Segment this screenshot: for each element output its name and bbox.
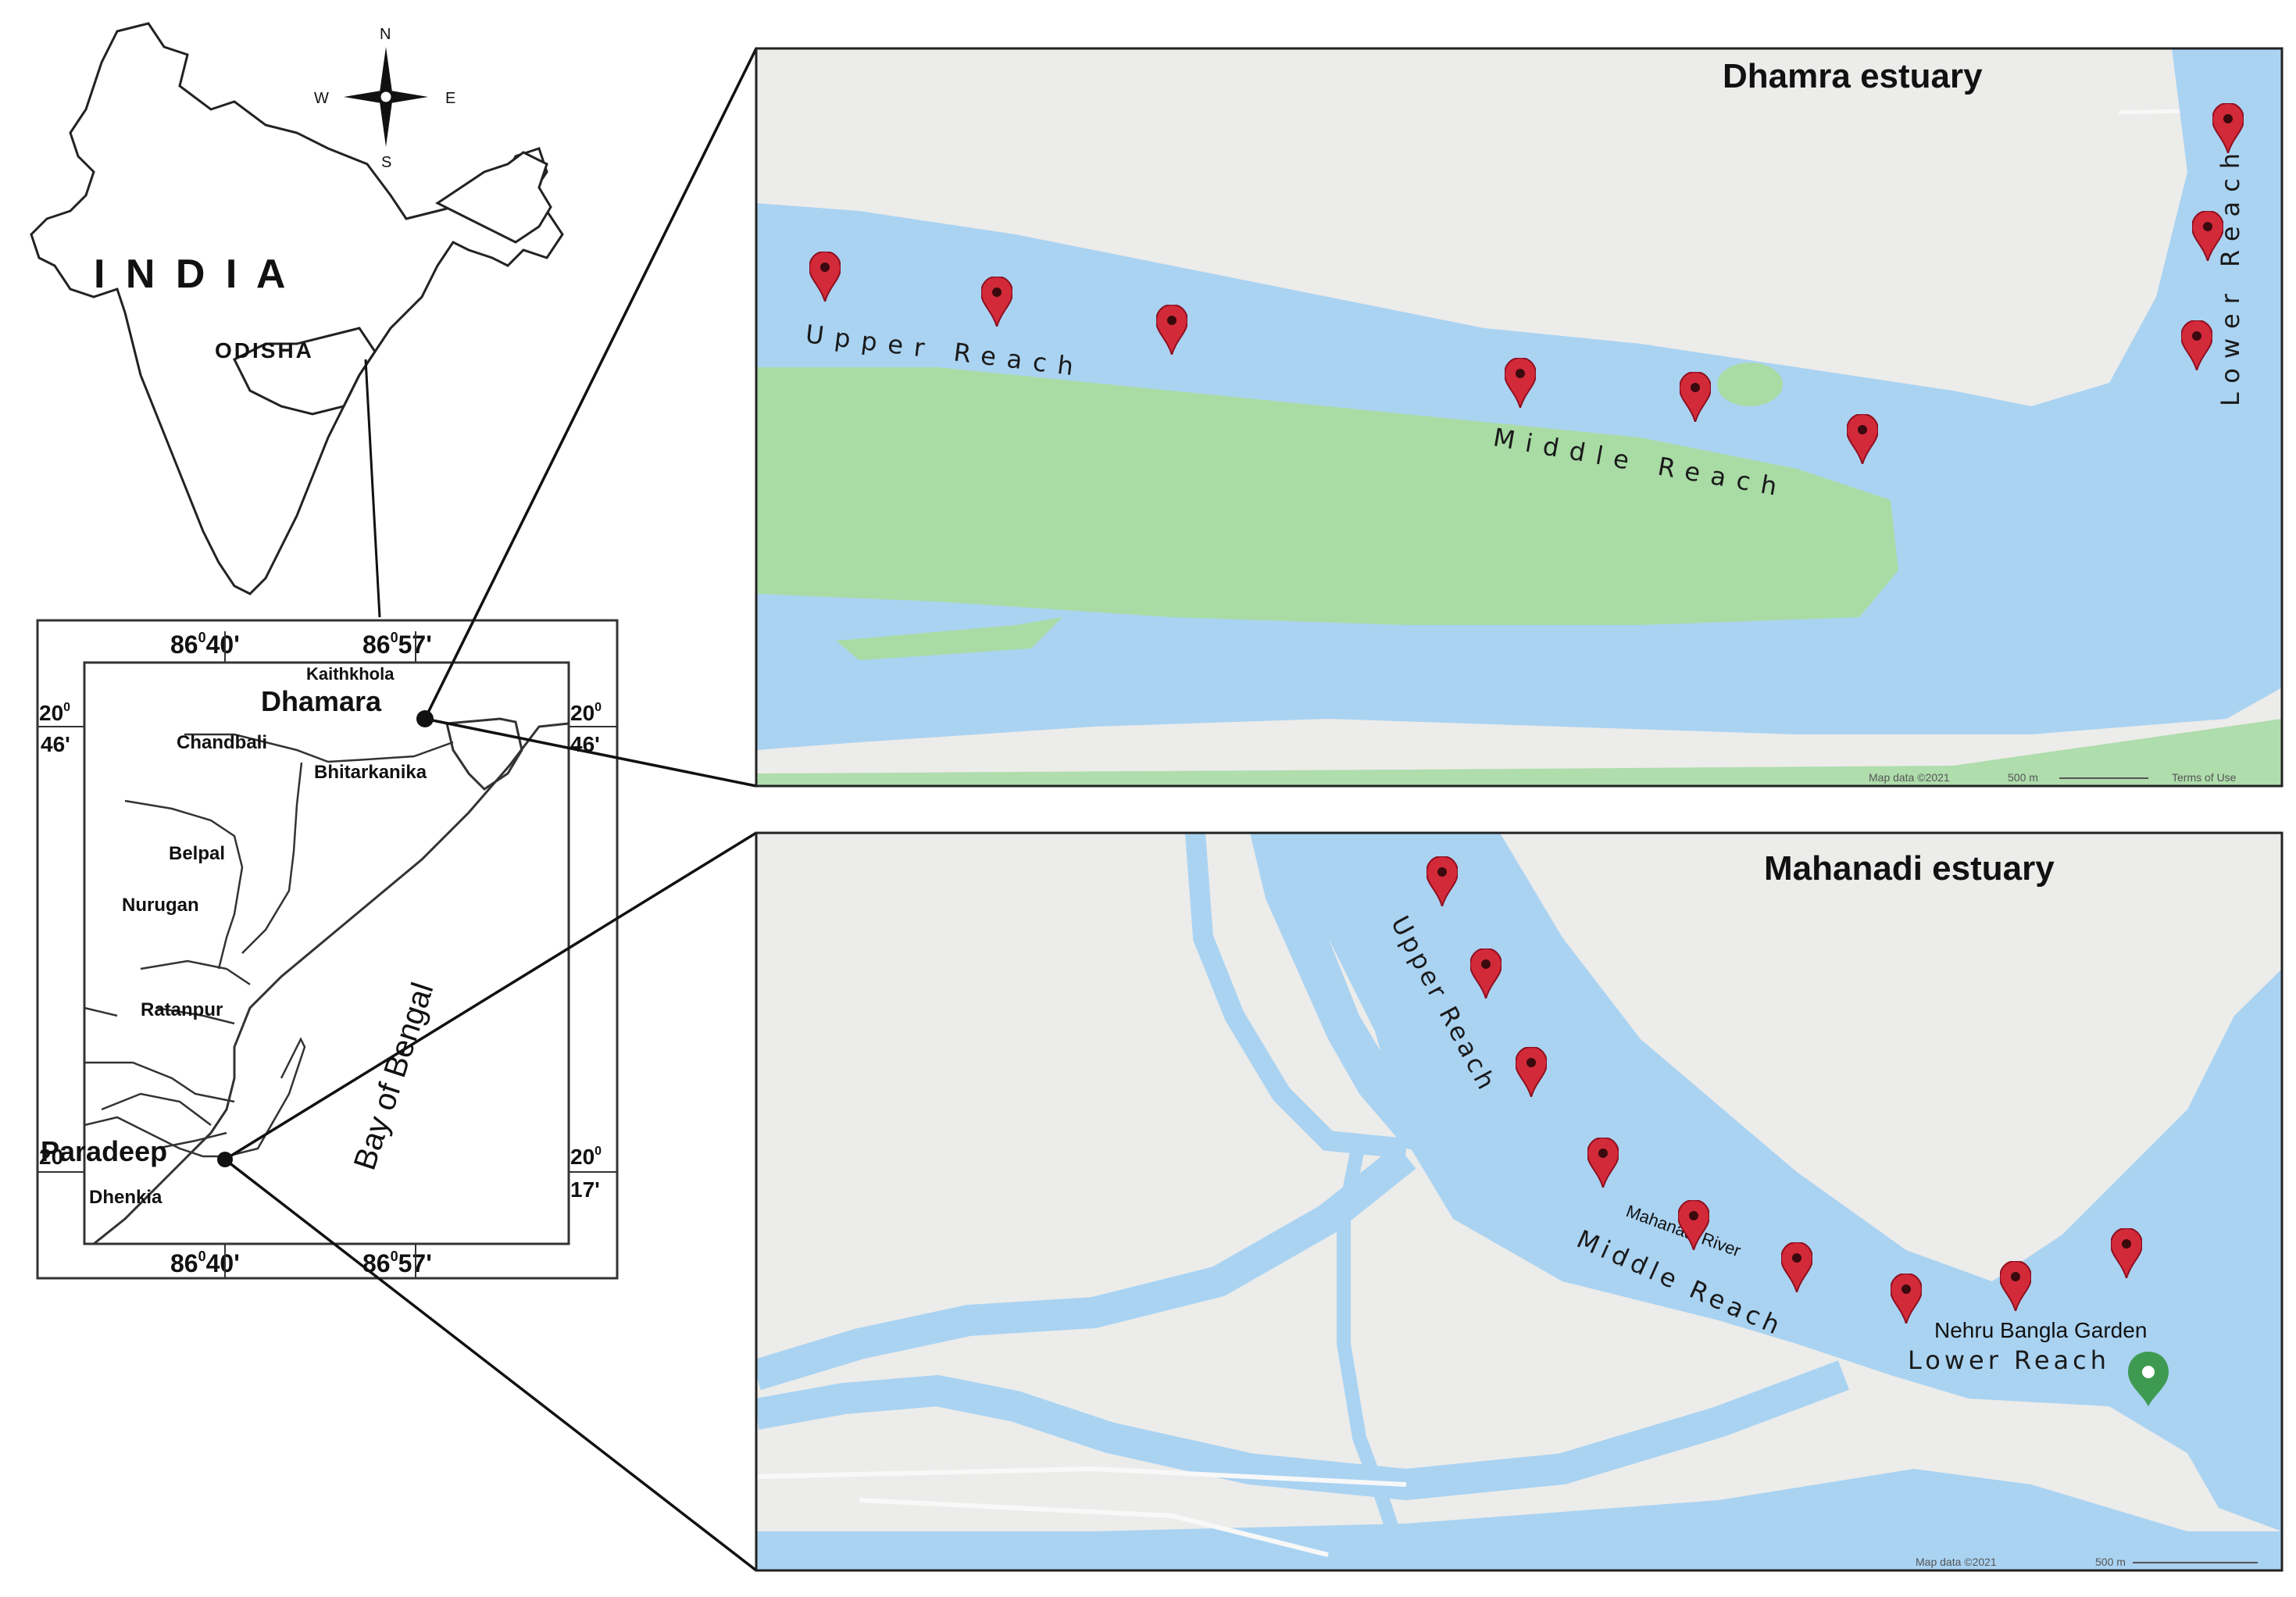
place-chandbali: Chandbali [177,732,267,753]
connector-lines [223,48,758,1572]
dhamra-frame [755,47,2284,788]
dhamra-river [184,733,454,954]
northeast-outline [435,151,552,244]
dhamra-upper-bank [756,48,2141,367]
river-branches [84,799,251,1150]
lat-tick-right-2b: 17' [570,1177,600,1202]
place-dhenkia: Dhenkia [89,1187,162,1208]
compass-n: N [380,26,391,43]
mahanadi-south-water [756,1469,2282,1570]
dhamra-lower-reach: Lower Reach [2216,144,2245,406]
svg-text:500 m: 500 m [2095,1556,2126,1568]
place-ratanpur: Ratanpur [141,999,223,1020]
mahanadi-main-river [1250,833,2282,1531]
compass-e: E [445,90,455,107]
mahanadi-west-channel [756,1144,1416,1391]
odisha-outline [232,327,377,416]
nehru-bangla-garden-label: Nehru Bangla Garden [1934,1318,2147,1342]
mahanadi-lower-reach: Lower Reach [1908,1345,2110,1375]
lon-tick-bottom-1: 86040' [170,1249,240,1277]
dhamra-attribution: Map data ©2021 500 m Terms of Use [1869,771,2237,784]
dhamra-south-bank [756,719,2282,786]
mahanadi-panel: Mahanadi estuary Mahanadi River Upper Re… [755,831,2284,1572]
mahanadi-attribution: Map data ©2021 500 m [1916,1556,2258,1568]
dhamra-mangrove-island [756,367,1898,625]
lat-tick-left-1a: 200 [39,701,70,725]
coastline [93,722,570,1245]
state-label: ODISHA [215,338,314,363]
svg-text:Terms of Use: Terms of Use [2172,771,2237,784]
india-outline [30,22,564,595]
country-label: I N D I A [94,252,290,297]
dhamra-mangrove-sliver [836,617,1062,660]
lat-tick-left-2a: 20 [39,1145,63,1169]
mahanadi-lower-channel [756,1360,1850,1501]
dhamra-title: Dhamra estuary [1723,57,1983,95]
svg-text:Map data ©2021: Map data ©2021 [1916,1556,1997,1568]
place-belpal: Belpal [169,843,225,864]
mahanadi-frame [755,831,2284,1572]
mahanadi-river-bend [1250,833,1453,1156]
mahanadi-title: Mahanadi estuary [1764,849,2055,888]
park-icon[interactable] [2128,1352,2169,1406]
compass-w: W [314,90,329,107]
dhamra-panel: Dhamra estuary Upper Reach Middle Reach … [755,47,2284,788]
place-nurugan: Nurugan [122,895,199,916]
compass-rose: N S E W [314,26,455,171]
place-kaithkhola: Kaithkhola [306,664,395,684]
compass-s: S [381,154,391,171]
svg-text:500 m: 500 m [2008,771,2038,784]
inset-map: 86040' 86057' 86040' 86057' 200 46' 20 2… [36,619,619,1280]
place-paradeep: Paradeep [41,1135,167,1167]
mahanadi-side-channel-1 [1185,833,1408,1159]
place-bhitarkanika: Bhitarkanika [314,762,427,783]
place-dhamara: Dhamara [261,685,382,717]
lon-tick-top-1: 86040' [170,630,240,659]
odisha-leader-line [364,359,381,618]
india-map: I N D I A ODISHA N S E W [30,22,564,618]
svg-text:Map data ©2021: Map data ©2021 [1869,771,1950,784]
lat-tick-left-1b: 46' [41,732,70,756]
bhitarkanika-island [445,717,523,791]
mahanadi-road [756,1466,1407,1557]
lat-tick-right-2a: 200 [570,1145,602,1169]
lat-tick-right-1a: 200 [570,701,602,725]
dhamra-small-island [1717,363,1783,406]
